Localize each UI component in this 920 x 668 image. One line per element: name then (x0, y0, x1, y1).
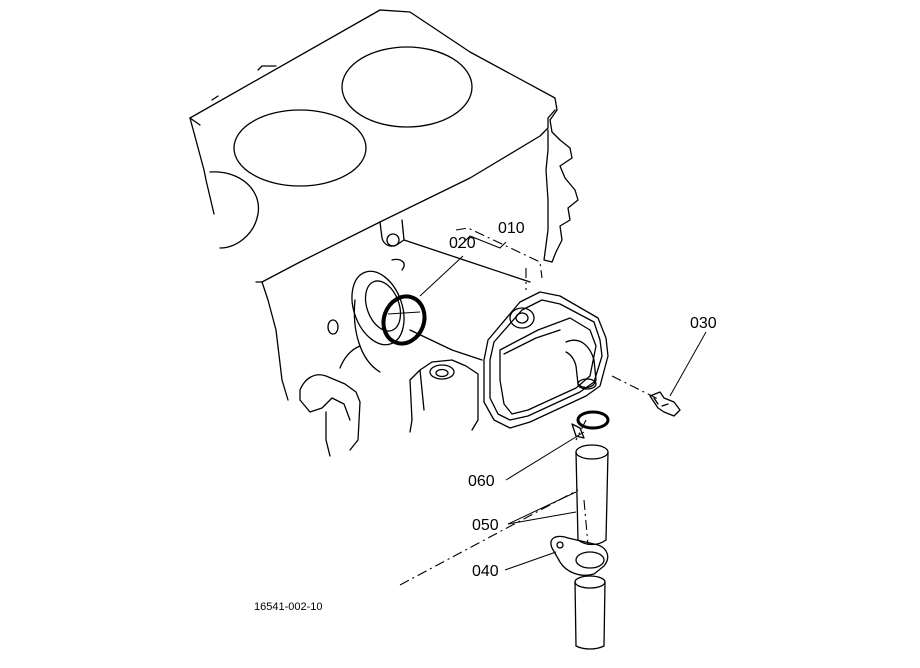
callout-060: 060 (468, 473, 495, 490)
cylinder-bore-1 (341, 46, 473, 128)
o-ring (381, 294, 427, 346)
engine-block (189, 9, 579, 457)
leader-lines (419, 235, 707, 571)
cylinder-bore-2 (233, 109, 367, 187)
hose-upper (575, 444, 609, 546)
bolt (649, 391, 681, 417)
reference-number: 16541-002-10 (254, 601, 323, 613)
callout-010: 010 (498, 220, 525, 237)
hose-lower (574, 575, 606, 650)
coolant-port (351, 270, 405, 346)
callout-030: 030 (690, 315, 717, 332)
callout-020: 020 (449, 235, 476, 252)
gasket (550, 535, 609, 576)
callout-040: 040 (472, 563, 499, 580)
oil-cooler (483, 291, 609, 429)
callout-050: 050 (472, 517, 499, 534)
assembly-lines (399, 227, 661, 586)
hose-clamp (571, 410, 610, 439)
